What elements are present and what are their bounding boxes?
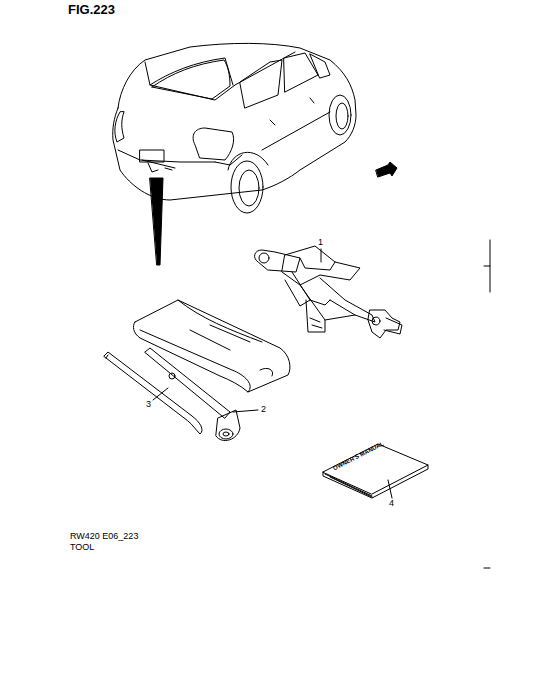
drawing-code: RW420 E06_223 bbox=[70, 532, 138, 541]
section-name: TOOL bbox=[70, 543, 94, 552]
jack bbox=[255, 246, 402, 338]
car-outline bbox=[113, 43, 356, 213]
tool-bag bbox=[133, 300, 290, 392]
handle-rod bbox=[104, 352, 202, 434]
callout-number: 2 bbox=[261, 405, 266, 414]
leader-lines bbox=[153, 249, 392, 498]
callout-number: 4 bbox=[389, 499, 394, 508]
figure-title: FIG.223 bbox=[68, 3, 115, 16]
margin-marks bbox=[484, 240, 490, 568]
callout-number: 3 bbox=[146, 400, 151, 409]
direction-icon bbox=[376, 162, 397, 177]
jack-location bbox=[142, 160, 175, 265]
owners-manual bbox=[323, 444, 428, 498]
lug-wrench bbox=[145, 348, 240, 441]
callout-number: 1 bbox=[318, 238, 323, 247]
